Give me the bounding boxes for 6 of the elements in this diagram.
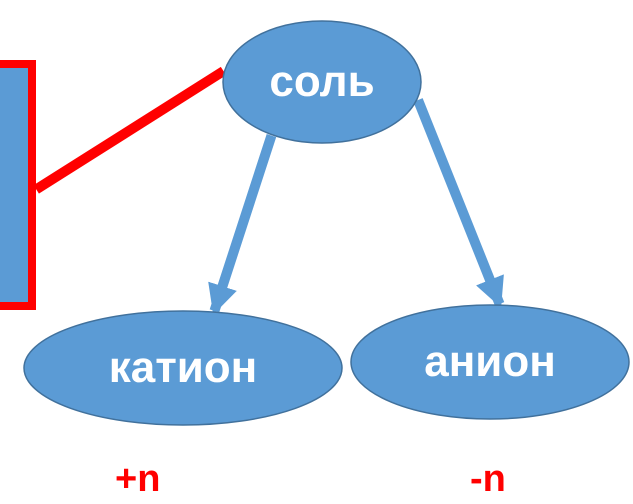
node-label: катион [108, 343, 258, 393]
charge-label: +n [115, 458, 160, 501]
charge-label: -n [470, 458, 506, 501]
node-label: соль [269, 57, 375, 107]
arrow [208, 134, 276, 315]
node-label: анион [424, 337, 556, 387]
